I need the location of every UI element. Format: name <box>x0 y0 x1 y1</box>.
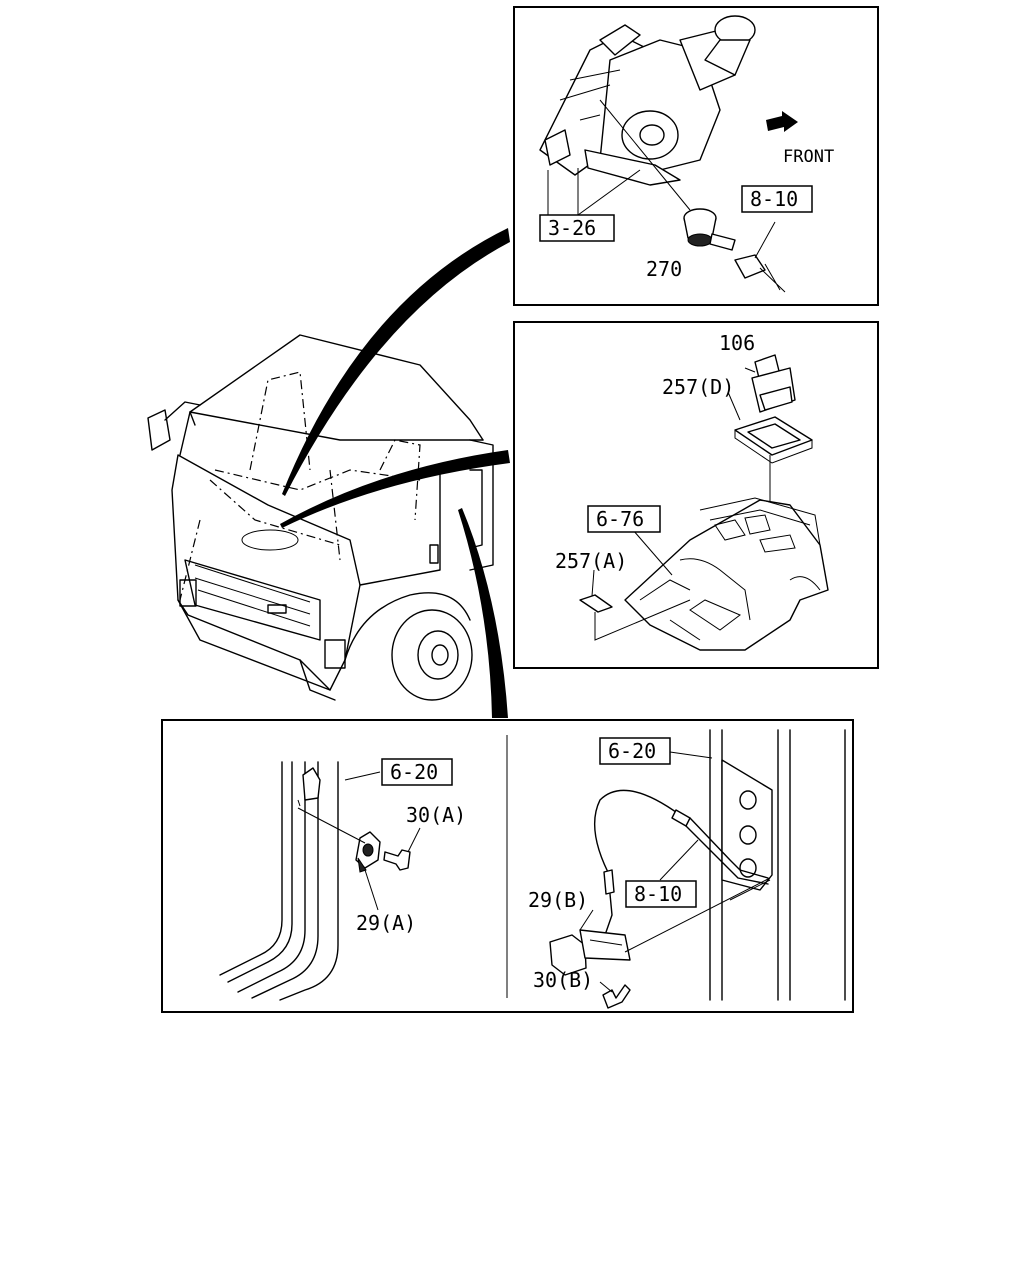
ref-8-10-bottom: 8-10 <box>634 882 682 906</box>
part-label-257-d: 257(D) <box>662 375 734 399</box>
steering-column-assembly <box>539 15 756 186</box>
ref-box-8-10-bottom <box>625 880 697 908</box>
ref-3-26: 3-26 <box>548 216 596 240</box>
switch-106 <box>744 354 796 413</box>
bolt-30-a <box>383 849 411 871</box>
part-label-30-a: 30(A) <box>406 803 466 827</box>
ref-box-6-76 <box>587 505 661 533</box>
inset-panel-middle: 106 257(D) 6-76 257(A) <box>513 321 879 669</box>
part-label-29-b: 29(B) <box>528 888 588 912</box>
ref-6-20-right: 6-20 <box>608 739 656 763</box>
inset-panel-bottom: 6-20 30(A) 29(A) 6-20 8-10 29(B) 30(B) <box>161 719 854 1013</box>
part-label-29-a: 29(A) <box>356 911 416 935</box>
connector-8-10 <box>734 221 786 293</box>
inset-panel-top: FRONT 3-26 8-10 270 <box>513 6 879 306</box>
ref-8-10-top: 8-10 <box>750 187 798 211</box>
callout-wedge-middle <box>280 450 510 528</box>
part-label-30-b: 30(B) <box>533 968 593 992</box>
door-switch-29-b <box>549 929 631 976</box>
ref-6-76: 6-76 <box>596 507 644 531</box>
part-label-257-a: 257(A) <box>555 549 627 573</box>
part-label-270: 270 <box>646 257 682 281</box>
callout-wedge-bottom <box>458 508 508 718</box>
truck-cab-illustration <box>147 334 494 701</box>
door-switch-cable <box>594 789 769 936</box>
ref-box-6-20-left <box>381 758 453 786</box>
part-label-106: 106 <box>719 331 755 355</box>
ref-box-8-10-top <box>741 185 813 213</box>
center-console <box>624 497 829 651</box>
pressure-switch-270 <box>683 208 736 251</box>
ref-6-20-left: 6-20 <box>390 760 438 784</box>
door-frame-left <box>219 761 339 1001</box>
ref-box-3-26 <box>539 214 615 242</box>
front-label: FRONT <box>783 147 834 167</box>
door-pillar-right <box>709 729 846 1001</box>
bolt-30-b <box>602 984 631 1009</box>
callout-wedge-top <box>282 228 510 496</box>
ref-box-6-20-right <box>599 737 671 765</box>
front-arrow-icon <box>766 111 798 132</box>
striker-29-a <box>302 767 381 873</box>
plug-257-a <box>579 594 613 613</box>
bezel-257-d <box>734 416 813 540</box>
